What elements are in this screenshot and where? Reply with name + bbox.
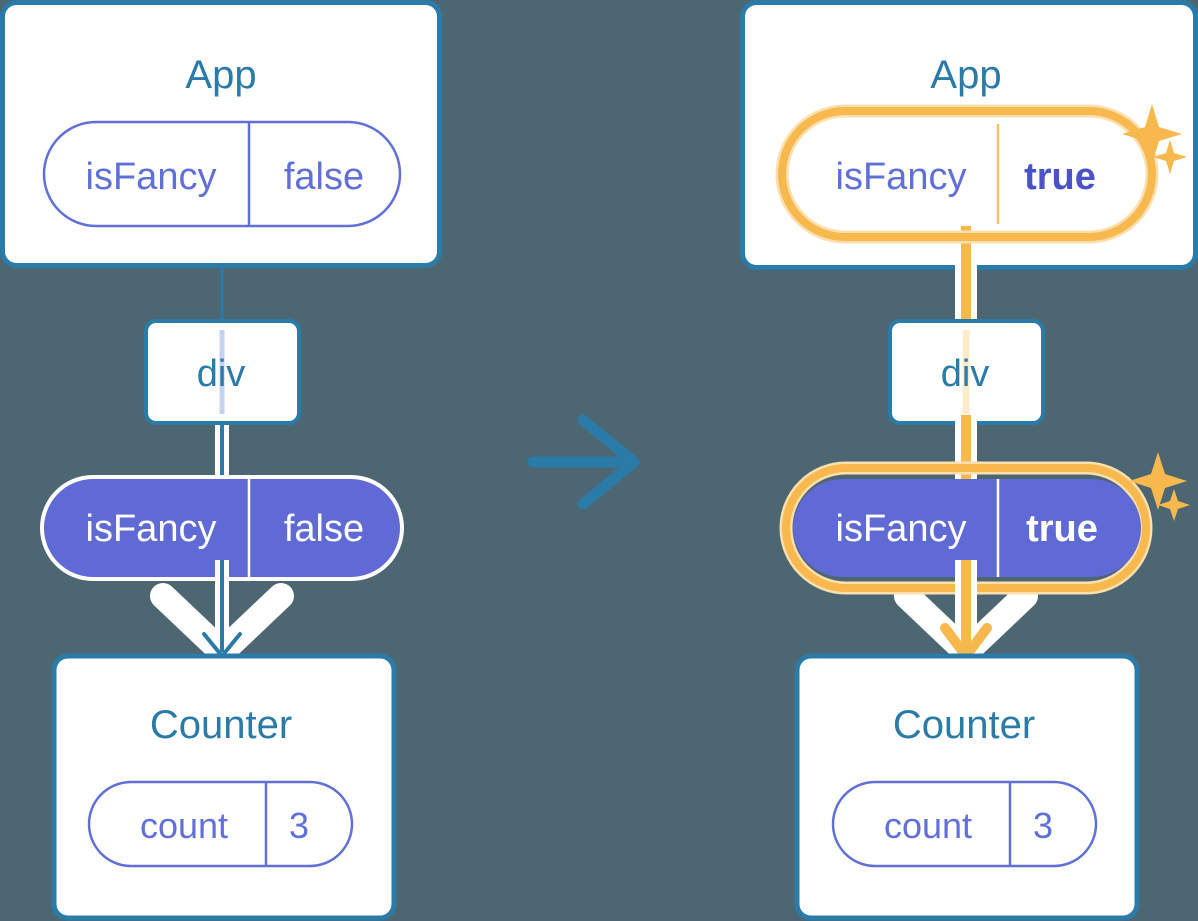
counter-state-name-after: count <box>884 805 972 846</box>
sparkle-large-app <box>1122 104 1182 164</box>
counter-state-value-after: 3 <box>1033 805 1053 846</box>
app-title-after: App <box>930 53 1001 97</box>
div-label-before: div <box>197 353 246 395</box>
sparkle-small-props <box>1158 489 1190 521</box>
app-state-name-before: isFancy <box>86 156 217 198</box>
props-name-before: isFancy <box>86 508 217 550</box>
arrow-right-icon <box>527 414 640 510</box>
div-label-after: div <box>941 353 990 395</box>
props-pill-before <box>44 479 400 577</box>
props-value-before: false <box>284 508 364 550</box>
app-state-value-after: true <box>1024 156 1096 198</box>
props-pill-after <box>793 479 1141 577</box>
counter-state-name-before: count <box>140 805 228 846</box>
app-state-pill-after <box>790 122 1145 226</box>
counter-title-before: Counter <box>150 703 292 747</box>
counter-title-after: Counter <box>893 703 1035 747</box>
counter-state-pill-after <box>831 780 1098 868</box>
props-name-after: isFancy <box>836 508 967 550</box>
sparkle-large-props <box>1129 452 1187 510</box>
counter-state-value-before: 3 <box>289 805 309 846</box>
app-title-before: App <box>185 53 256 97</box>
app-state-name-after: isFancy <box>836 156 967 198</box>
app-state-pill-ring-after <box>778 107 1156 241</box>
props-value-after: true <box>1026 508 1098 550</box>
app-state-value-before: false <box>284 156 364 198</box>
sparkle-small-app <box>1153 140 1187 174</box>
app-state-pill-before <box>42 120 402 228</box>
counter-state-pill-before <box>87 780 354 868</box>
